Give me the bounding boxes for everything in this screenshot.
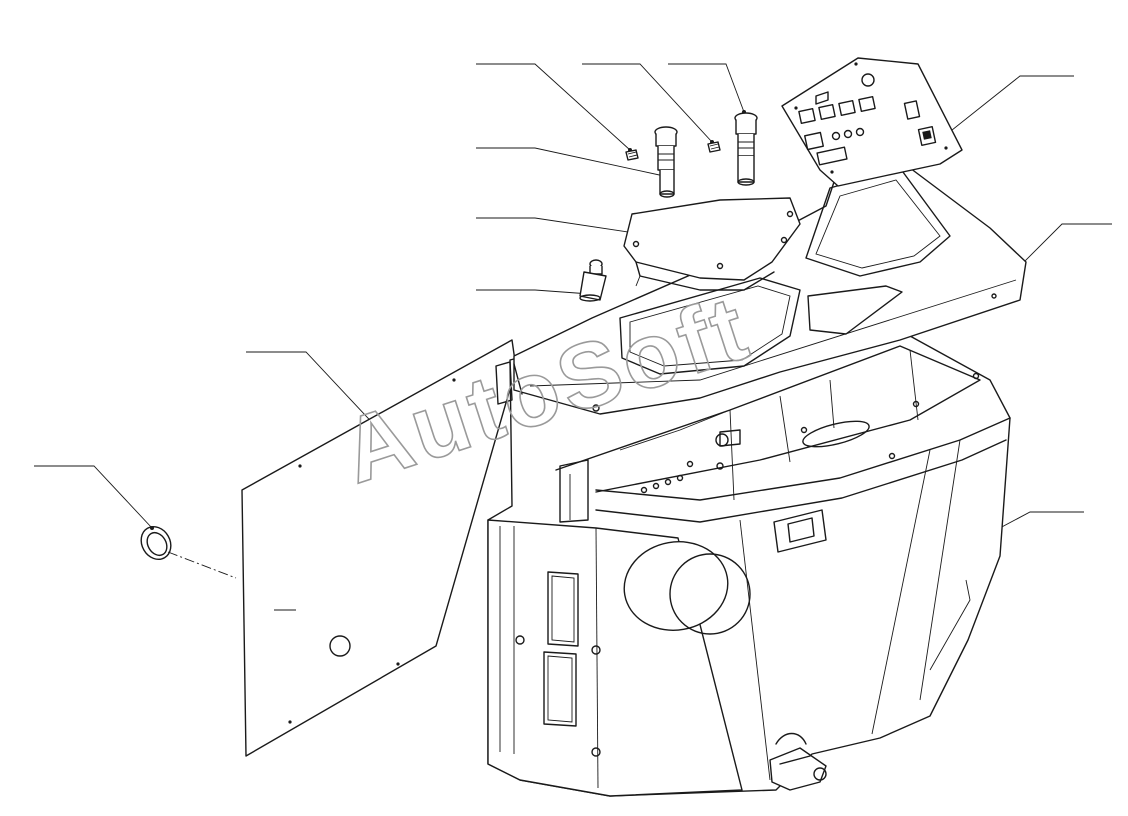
- callout-c5[interactable]: [476, 147, 666, 178]
- small-clip-right-part: [707, 141, 721, 153]
- push-switch-part: [579, 259, 607, 302]
- console-housing-part: [487, 335, 1011, 797]
- control-panel-part: [781, 57, 963, 187]
- callout-c7[interactable]: [476, 289, 592, 296]
- callout-c1[interactable]: [476, 63, 632, 152]
- connector-right-part: [734, 112, 758, 186]
- small-clip-left-part: [625, 149, 639, 161]
- side-panel-part: [241, 339, 517, 757]
- seal-ring-part: [140, 525, 237, 579]
- connector-left-part: [654, 126, 678, 198]
- callout-c2[interactable]: [582, 63, 714, 144]
- callout-c4[interactable]: [940, 75, 1074, 140]
- control-panel-buttons: [798, 95, 937, 166]
- cover-plate-part: [623, 197, 801, 291]
- callout-c10[interactable]: [34, 465, 154, 530]
